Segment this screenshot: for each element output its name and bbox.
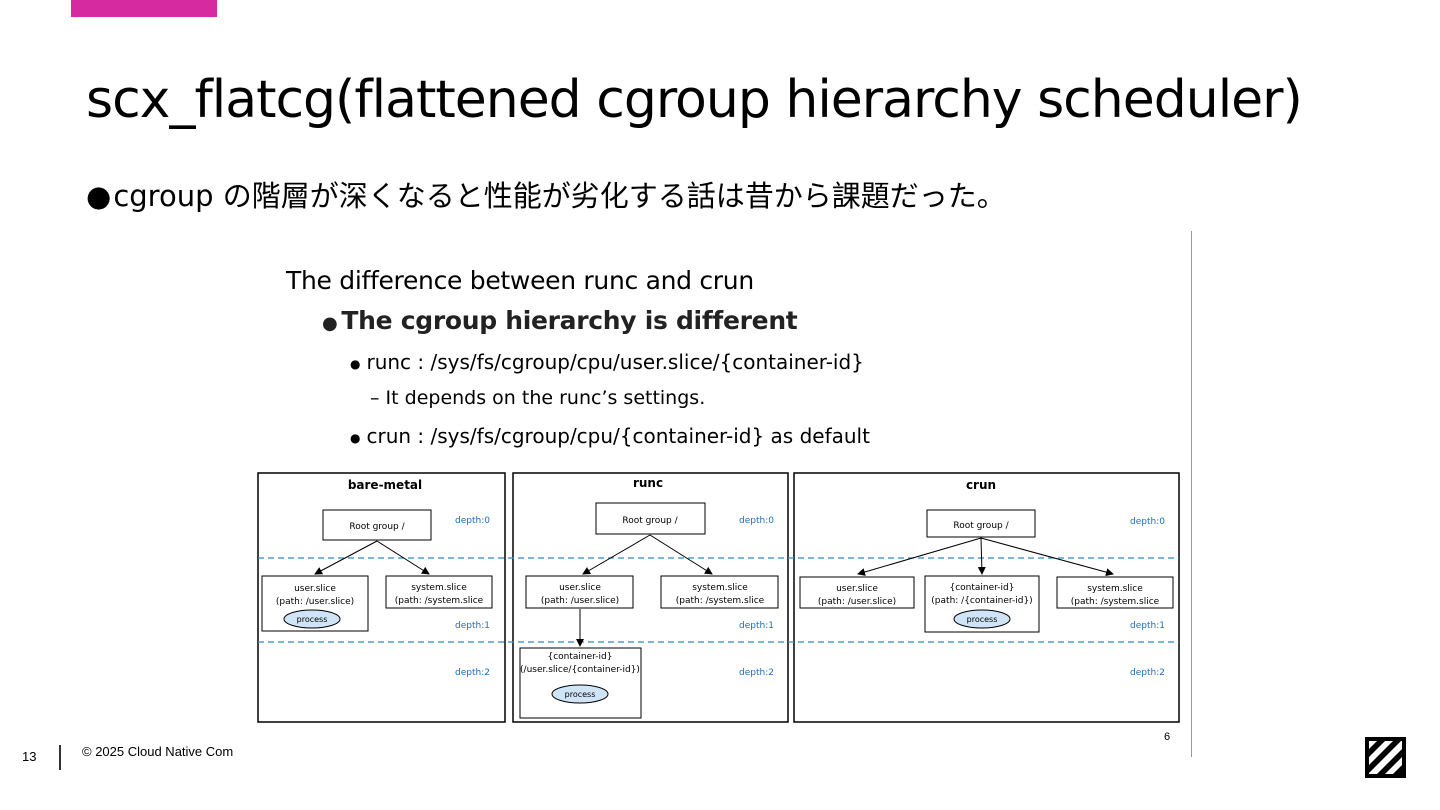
runc-system-box [660, 575, 779, 609]
crun-depth1: depth:1 [1130, 621, 1165, 631]
crun-system-path: (path: /system.slice [1071, 597, 1160, 607]
crun-process-label: process [967, 615, 998, 624]
runc-user-slice: user.slice [559, 583, 601, 593]
runc-arrow-system [649, 534, 713, 575]
embedded-bullet-1: ●The cgroup hierarchy is different [322, 306, 798, 335]
crun-arrow-container [977, 537, 986, 575]
runc-depth0: depth:0 [739, 516, 774, 526]
crun-user-box [799, 576, 915, 609]
accent-bar [71, 0, 217, 17]
crun-container-id: {container-id} [950, 583, 1015, 593]
bullet-text: cgroup の階層が深くなると性能が劣化する話は昔から課題だった。 [113, 179, 1006, 213]
runc-container-id: {container-id} [548, 652, 613, 662]
crun-user-path: (path: /user.slice) [818, 597, 896, 607]
slide-title: scx_flatcg(flattened cgroup hierarchy sc… [86, 70, 1303, 130]
crun-depth2: depth:2 [1130, 668, 1165, 678]
baremetal-system-slice: system.slice [411, 583, 467, 593]
crun-arrow-user [857, 537, 982, 576]
baremetal-root-box [322, 509, 432, 541]
baremetal-system-path: (path: /system.slice [395, 596, 484, 606]
embedded-crun-line-text: crun : /sys/fs/cgroup/cpu/{container-id}… [366, 424, 870, 448]
panel-runc [512, 472, 789, 723]
embedded-runc-line-text: runc : /sys/fs/cgroup/cpu/user.slice/{co… [366, 350, 864, 374]
baremetal-user-path: (path: /user.slice) [276, 597, 354, 607]
embedded-slide-image [255, 229, 1195, 759]
embedded-slide-number: 6 [1164, 731, 1171, 743]
runc-depth2: depth:2 [739, 668, 774, 678]
cgroup-diagram: bare-metal Root group / depth:0 user.sli… [257, 472, 1180, 723]
runc-user-box [525, 575, 634, 609]
baremetal-arrow-user [314, 540, 378, 575]
copyright-text: © 2025 Cloud Native Com [82, 744, 234, 759]
crun-depth0: depth:0 [1130, 517, 1165, 527]
runc-depth1: depth:1 [739, 621, 774, 631]
crun-process-oval [953, 609, 1011, 629]
baremetal-depth0: depth:0 [455, 516, 490, 526]
runc-process-oval [551, 684, 609, 704]
slide-bullet: ●cgroup の階層が深くなると性能が劣化する話は昔から課題だった。 [86, 173, 1006, 215]
crun-root-box [926, 509, 1036, 538]
baremetal-depth2: depth:2 [455, 668, 490, 678]
runc-container-path: (/user.slice/{container-id}) [520, 665, 640, 675]
baremetal-title: bare-metal [348, 478, 422, 492]
cncf-logo-icon [1365, 737, 1406, 778]
panel-crun [793, 472, 1180, 723]
runc-process-label: process [565, 690, 596, 699]
crun-system-box [1056, 576, 1174, 609]
crun-user-slice: user.slice [836, 584, 878, 594]
embedded-title: The difference between runc and crun [286, 266, 754, 295]
bullet-dot: ● [86, 179, 112, 213]
baremetal-system-box [385, 575, 493, 609]
baremetal-user-slice: user.slice [294, 584, 336, 594]
runc-system-slice: system.slice [692, 583, 748, 593]
crun-container-path: (path: /{container-id}) [931, 596, 1032, 606]
runc-root-box [595, 502, 706, 535]
runc-container-box [519, 647, 642, 719]
baremetal-arrow-system [376, 540, 430, 575]
page-number: 13 [22, 749, 37, 764]
baremetal-root-label: Root group / [349, 522, 405, 532]
embedded-bullet-1-text: The cgroup hierarchy is different [341, 306, 798, 335]
baremetal-process-label: process [297, 615, 328, 624]
crun-title: crun [966, 478, 996, 492]
footer-separator [59, 745, 61, 770]
embedded-runc-line: ●runc : /sys/fs/cgroup/cpu/user.slice/{c… [350, 350, 864, 374]
panel-baremetal [257, 472, 506, 723]
crun-system-slice: system.slice [1087, 584, 1143, 594]
embedded-divider [1191, 231, 1192, 757]
baremetal-process-oval [283, 609, 341, 629]
crun-arrow-system [980, 537, 1114, 577]
embedded-runc-note: – It depends on the runc’s settings. [370, 387, 706, 409]
runc-title: runc [633, 476, 663, 490]
runc-arrow-user [582, 534, 651, 575]
crun-root-label: Root group / [953, 521, 1009, 531]
runc-system-path: (path: /system.slice [676, 596, 765, 606]
runc-root-label: Root group / [622, 516, 678, 526]
embedded-crun-line: ●crun : /sys/fs/cgroup/cpu/{container-id… [350, 424, 870, 448]
runc-user-path: (path: /user.slice) [541, 596, 619, 606]
baremetal-depth1: depth:1 [455, 621, 490, 631]
